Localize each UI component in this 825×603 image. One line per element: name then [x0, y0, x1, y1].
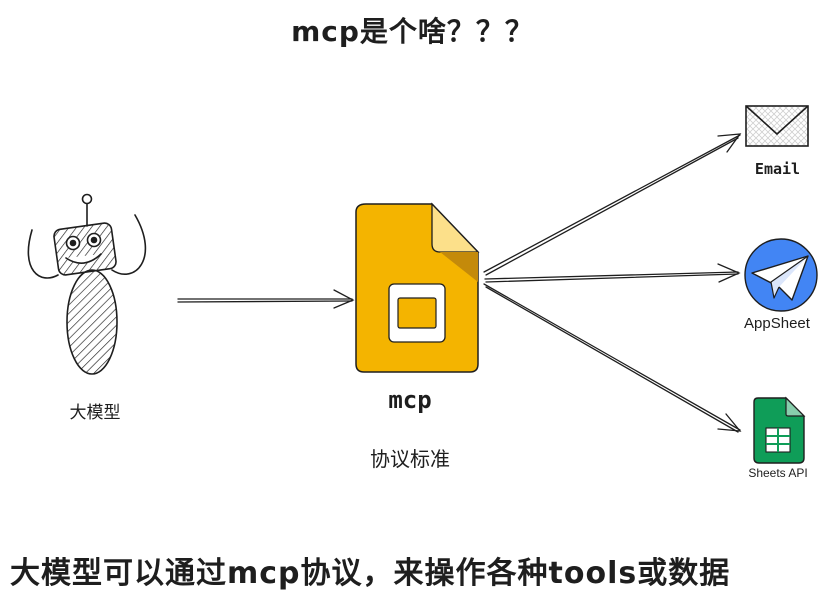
diagram-caption: 大模型可以通过mcp协议，来操作各种tools或数据: [10, 556, 731, 591]
llm-label: 大模型: [69, 403, 121, 423]
spreadsheet-icon: [753, 396, 806, 464]
diagram-title: mcp是个啥？？？: [291, 15, 534, 48]
slides-document-icon: [355, 202, 480, 373]
arrow-mcp-to-sheets: [483, 283, 742, 433]
protocol-label: 协议标准: [370, 447, 450, 471]
robot-icon: [27, 193, 147, 375]
sheets-api-label: Sheets API: [748, 466, 808, 480]
envelope-icon: [745, 105, 809, 147]
paper-plane-icon: [744, 238, 818, 312]
email-label: Email: [754, 160, 801, 178]
mcp-label: mcp: [388, 386, 432, 414]
arrow-mcp-to-email: [483, 133, 742, 276]
arrow-llm-to-mcp: [177, 289, 355, 309]
arrow-mcp-to-appsheet: [484, 263, 741, 283]
appsheet-label: AppSheet: [744, 315, 810, 332]
